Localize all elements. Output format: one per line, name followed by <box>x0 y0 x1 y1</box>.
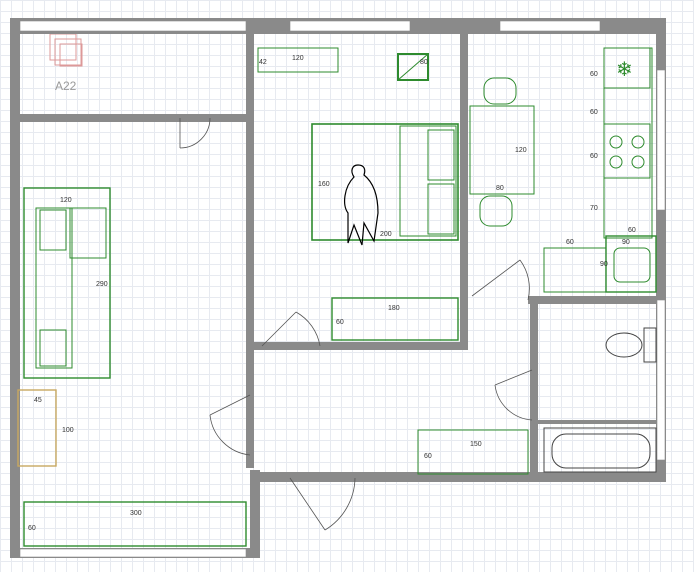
dim-stove-b: 60 <box>590 153 598 160</box>
living-wardrobe <box>23 501 247 547</box>
wall-bathroom-left <box>530 296 538 482</box>
wall-bottom-right <box>250 472 666 482</box>
window-bedroom <box>289 20 411 32</box>
kitchen-table <box>469 105 535 195</box>
chair-top <box>483 77 517 105</box>
wall-left <box>10 18 20 558</box>
dim-wardrobe-bed-depth: 60 <box>336 319 344 326</box>
window-living <box>19 548 247 558</box>
kitchen-sink <box>605 235 657 293</box>
dim-wardrobe-bed-width: 180 <box>388 305 400 312</box>
window-balcony <box>19 20 247 32</box>
kitchen-counter <box>603 47 653 239</box>
bedside-table <box>397 53 429 81</box>
dim-counter-length: 60 <box>566 239 574 246</box>
wall-right <box>656 18 666 482</box>
window-kitchen-side <box>656 69 666 211</box>
dim-sink-height: 90 <box>600 261 608 268</box>
person-figure <box>344 164 379 246</box>
stove <box>603 123 651 179</box>
logo: A22 <box>49 33 83 93</box>
dim-sink-depth: 60 <box>628 227 636 234</box>
toilet <box>605 327 657 363</box>
wall-balcony-bottom <box>20 114 252 122</box>
dim-sink-width: 90 <box>622 239 630 246</box>
door-kitchen <box>471 259 530 301</box>
bedroom-wardrobe <box>331 297 459 341</box>
dim-hall-wardrobe-depth: 60 <box>424 453 432 460</box>
snowflake-icon: ❄ <box>616 59 633 81</box>
logo-text: A22 <box>55 79 77 93</box>
dim-bed-length: 200 <box>380 231 392 238</box>
door-entrance <box>289 477 356 531</box>
dimension-labels: 120 42 80 160 200 180 60 120 290 45 100 … <box>28 55 636 532</box>
dim-kitchen-table-length: 120 <box>515 147 527 154</box>
dim-desk-depth: 42 <box>259 59 267 66</box>
dim-bedside: 80 <box>420 59 428 66</box>
chair-bottom <box>479 195 513 227</box>
wall-bedroom-kitchen <box>460 30 468 350</box>
door-living <box>209 394 251 456</box>
dim-hall-wardrobe-width: 150 <box>470 441 482 448</box>
dim-desk-width: 120 <box>292 55 304 62</box>
dim-counter: 70 <box>590 205 598 212</box>
bedroom-desk <box>257 47 339 73</box>
doors <box>179 117 533 531</box>
wall-bedroom-bottom <box>254 342 468 350</box>
wall-kitchen-bottom <box>528 296 666 304</box>
wall-living-bedroom <box>246 18 254 468</box>
dim-table-width: 45 <box>34 397 42 404</box>
dim-sofa-length: 290 <box>96 281 108 288</box>
furniture: ❄ <box>17 47 657 547</box>
windows <box>19 20 666 558</box>
dim-stove-a: 60 <box>590 109 598 116</box>
dim-kitchen-table-width: 80 <box>496 185 504 192</box>
dim-bed-width: 160 <box>318 181 330 188</box>
door-bedroom <box>261 311 321 347</box>
bed <box>311 123 459 241</box>
sofa <box>23 187 111 379</box>
hall-wardrobe <box>417 429 529 475</box>
coffee-table <box>17 389 57 467</box>
door-bathroom <box>494 369 533 421</box>
dim-wardrobe-living-width: 300 <box>130 510 142 517</box>
window-kitchen <box>499 20 601 32</box>
dim-fridge: 60 <box>590 71 598 78</box>
wall-bathroom-divider <box>538 420 658 424</box>
dim-table-length: 100 <box>62 427 74 434</box>
dim-sofa-width: 120 <box>60 197 72 204</box>
window-bath-side <box>656 299 666 461</box>
bathtub <box>543 427 657 473</box>
walls <box>10 18 666 558</box>
dim-wardrobe-living-depth: 60 <box>28 525 36 532</box>
kitchen-counter-low <box>543 247 607 293</box>
wall-bottom-step <box>250 470 260 558</box>
door-balcony <box>179 117 211 149</box>
